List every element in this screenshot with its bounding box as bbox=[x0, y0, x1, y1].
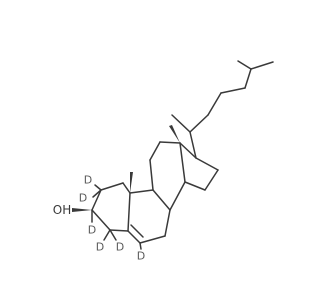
ring-d bbox=[179, 142, 219, 191]
c19-methyl-wedge bbox=[130, 172, 133, 193]
bond-c15-c16 bbox=[204, 169, 219, 191]
bond-c14-c8 bbox=[169, 181, 186, 211]
deuterium-label-c4-a: D bbox=[96, 241, 104, 254]
bond-c22-c23 bbox=[207, 92, 222, 116]
ring-c bbox=[149, 141, 186, 211]
bond-c4-d-a bbox=[103, 229, 111, 241]
bond-c17-c13 bbox=[179, 142, 197, 159]
bond-c23-c24 bbox=[220, 87, 246, 94]
bond-c14-c15 bbox=[184, 181, 206, 191]
bond-c5-c10 bbox=[127, 192, 131, 232]
bond-c7-c8 bbox=[164, 209, 171, 237]
deuterium-label-c2-b: D bbox=[79, 192, 87, 205]
deuterium-bonds bbox=[91, 184, 142, 250]
bond-c4-c5 bbox=[109, 229, 129, 232]
bond-c25-c27 bbox=[250, 61, 274, 70]
deuterium-label-c6: D bbox=[137, 250, 145, 263]
bond-c17-c20 bbox=[189, 131, 197, 159]
bond-c5-c6 bbox=[127, 230, 141, 244]
ring-b bbox=[127, 189, 171, 244]
deuterium-label-c4-b: D bbox=[116, 241, 124, 254]
structure-canvas: OH D D D D D D bbox=[52, 60, 274, 263]
bond-c4-d-b bbox=[109, 229, 117, 241]
hydroxyl-label: OH bbox=[53, 203, 71, 217]
deuterium-label-c3: D bbox=[88, 224, 96, 237]
side-chain bbox=[171, 60, 274, 159]
bond-c20-c22 bbox=[189, 114, 209, 133]
bond-c9-c11 bbox=[149, 159, 154, 191]
bond-c3-c4 bbox=[91, 209, 111, 231]
bond-c16-c17 bbox=[195, 157, 219, 171]
bond-c13-c14 bbox=[179, 142, 186, 183]
c18-methyl-wedge bbox=[169, 125, 180, 143]
deuterium-label-c2-a: D bbox=[84, 174, 92, 187]
bond-c20-c21 bbox=[171, 114, 191, 133]
bond-c2-c3 bbox=[91, 189, 102, 211]
bond-c2-d-b bbox=[92, 189, 102, 198]
ring-a bbox=[91, 182, 131, 232]
bond-c25-c26 bbox=[237, 60, 252, 70]
c3-hydroxyl-wedge bbox=[72, 208, 92, 212]
bond-c6-c7 bbox=[139, 235, 166, 244]
bond-c24-c25 bbox=[244, 68, 252, 89]
bond-c8-c9 bbox=[152, 189, 171, 211]
bond-c6-d bbox=[139, 242, 142, 250]
bond-c12-c13 bbox=[159, 141, 181, 144]
bond-c11-c12 bbox=[149, 141, 161, 161]
skeletal-formula: OH D D D D D D bbox=[52, 60, 274, 263]
bond-c9-c10 bbox=[129, 189, 154, 194]
bond-c5-c6-double bbox=[130, 224, 144, 238]
bond-c10-c1 bbox=[122, 182, 131, 194]
bond-c2-d-a bbox=[94, 184, 102, 191]
atom-labels: OH D D D D D D bbox=[52, 174, 145, 263]
bond-c1-c2 bbox=[100, 182, 124, 191]
